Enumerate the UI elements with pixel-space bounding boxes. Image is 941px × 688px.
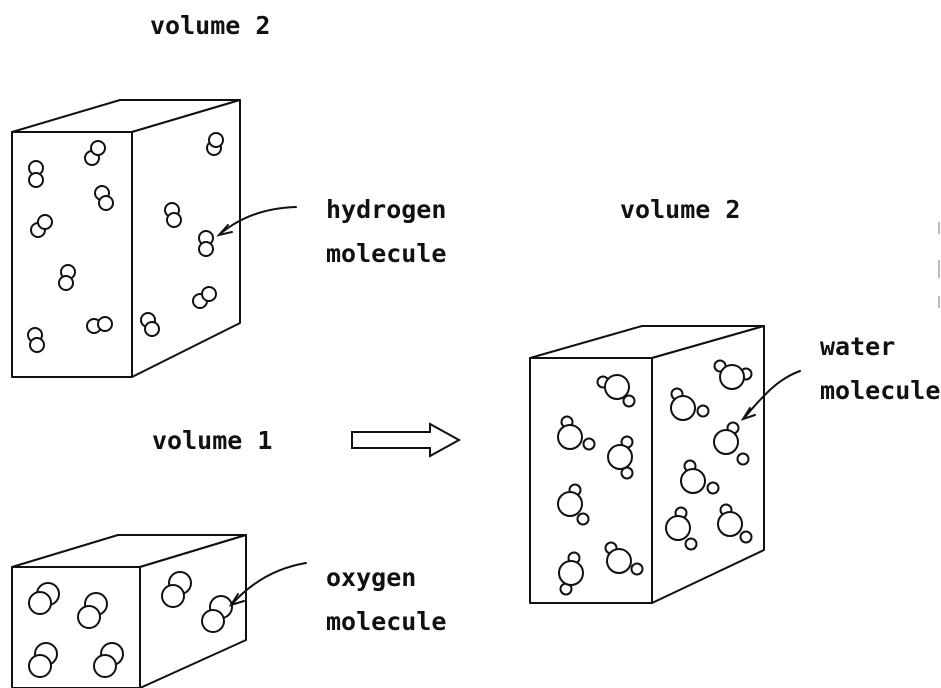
- hydrogen-atom: [28, 172, 44, 188]
- oxygen-atom: [607, 444, 633, 470]
- hydrogen-pointer-arrow-head: [216, 224, 233, 237]
- oxygen-atom: [604, 374, 630, 400]
- water-molecule: [557, 483, 590, 526]
- hydrogen-atom: [201, 286, 217, 302]
- hydrogen-atom: [630, 562, 644, 576]
- oxygen-label-line2: molecule: [326, 607, 447, 636]
- hydrogen-atom: [98, 195, 114, 211]
- water-molecule: [558, 551, 584, 596]
- hydrogen-atom: [576, 512, 590, 526]
- oxygen-pointer-arrow-head: [228, 593, 245, 607]
- oxygen-atom: [665, 515, 691, 541]
- hydrogen-pointer-arrow: [219, 206, 297, 235]
- oxygen-atom: [557, 424, 583, 450]
- water-pointer-arrow: [743, 370, 801, 419]
- reaction-arrow: [351, 422, 462, 458]
- hydrogen-atom: [97, 316, 113, 332]
- water-molecule: [717, 503, 753, 544]
- hydrogen-molecule: [30, 214, 53, 238]
- hydrogen-atom: [706, 481, 720, 495]
- oxygen-atom: [161, 584, 185, 608]
- hydrogen-atom: [582, 437, 596, 451]
- oxygen-atom: [201, 609, 225, 633]
- oxygen-atom: [719, 364, 745, 390]
- oxygen-molecules: [28, 571, 233, 678]
- oxygen-atom: [93, 654, 117, 678]
- hydrogen-molecules: [27, 132, 224, 353]
- water-molecule: [607, 435, 634, 480]
- hydrogen-molecule: [192, 286, 217, 309]
- oxygen-molecule: [201, 595, 233, 633]
- hydrogen-molecule: [27, 327, 45, 353]
- hydrogen-molecule: [94, 185, 114, 211]
- water-pointer-arrow-head: [740, 407, 756, 421]
- oxygen-atom: [680, 468, 706, 494]
- oxygen-molecule: [28, 642, 58, 678]
- oxygen-molecule: [161, 571, 192, 608]
- hydrogen-atom: [144, 321, 160, 337]
- hydrogen-atom: [684, 537, 698, 551]
- water-molecule: [557, 415, 596, 451]
- hydrogen-atom: [622, 394, 636, 408]
- hydrogen-atom: [29, 337, 45, 353]
- oxygen-atom: [557, 491, 583, 517]
- hydrogen-molecule: [84, 140, 106, 166]
- hydrogen-molecule: [28, 160, 44, 188]
- water-molecule: [713, 359, 753, 390]
- water-molecule: [713, 421, 750, 466]
- hydrogen-molecule: [86, 316, 113, 334]
- hydrogen-molecule: [140, 312, 160, 337]
- oxygen-molecule: [28, 582, 60, 615]
- hydrogen-atom: [696, 404, 710, 418]
- oxygen-atom: [606, 548, 632, 574]
- hydrogen-label-line1: hydrogen: [326, 195, 447, 224]
- oxygen-molecule: [77, 592, 108, 629]
- oxygen-atom: [670, 395, 696, 421]
- oxygen-box-side-face: [139, 534, 247, 688]
- oxygen-molecule: [93, 642, 124, 678]
- hydrogen-atom: [198, 241, 214, 257]
- oxygen-atom: [28, 654, 52, 678]
- water-molecule: [604, 541, 644, 576]
- hydrogen-atom: [739, 530, 753, 544]
- oxygen-atom: [77, 605, 101, 629]
- hydrogen-atom: [736, 452, 750, 466]
- water-molecules: [557, 359, 753, 596]
- oxygen-label-line1: oxygen: [326, 563, 417, 592]
- hydrogen-atom: [166, 212, 182, 228]
- hydrogen-box: [11, 99, 241, 378]
- bottom-volume-label: volume 1: [152, 426, 273, 455]
- oxygen-atom: [713, 429, 739, 455]
- hydrogen-label-line2: molecule: [326, 239, 447, 268]
- oxygen-atom: [28, 591, 52, 615]
- hydrogen-molecule: [206, 132, 224, 156]
- hydrogen-atom: [90, 140, 106, 156]
- hydrogen-atom: [208, 132, 224, 148]
- water-molecule: [596, 374, 636, 408]
- water-molecule: [680, 459, 720, 495]
- oxygen-atom: [558, 560, 584, 586]
- water-molecule: [665, 506, 698, 551]
- pointer-arrows: [216, 206, 801, 607]
- water-label-line2: molecule: [820, 376, 941, 405]
- hydrogen-atom: [37, 214, 53, 230]
- hydrogen-box-side-face: [131, 99, 241, 378]
- hydrogen-molecule: [198, 230, 214, 257]
- water-box-side-face: [651, 325, 765, 604]
- oxygen-pointer-arrow: [231, 562, 307, 605]
- right-volume-label: volume 2: [620, 195, 741, 224]
- hydrogen-molecule: [58, 264, 76, 291]
- top-volume-label: volume 2: [150, 11, 271, 40]
- water-label-line1: water: [820, 332, 896, 361]
- hydrogen-molecule: [164, 202, 182, 228]
- hydrogen-atom: [58, 275, 74, 291]
- water-molecule: [670, 387, 710, 421]
- oxygen-atom: [717, 511, 743, 537]
